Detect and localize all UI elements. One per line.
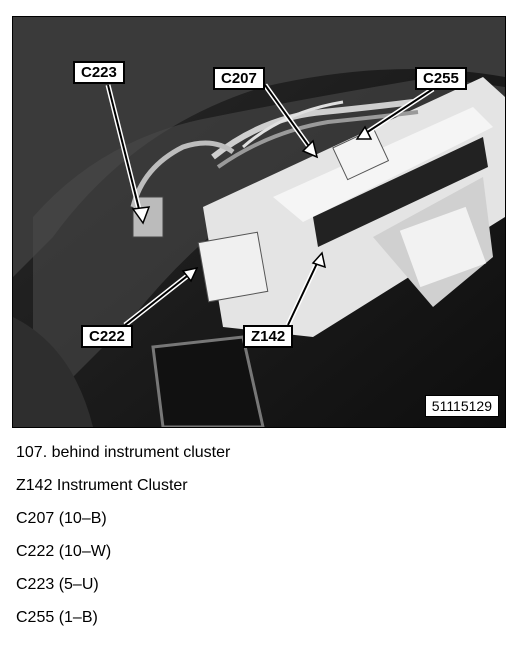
callout-c207: C207 — [213, 67, 265, 90]
figure-id-label: 51115129 — [424, 395, 499, 417]
instrument-cluster-photo: C223 C207 C255 C222 Z142 51115129 — [12, 16, 506, 428]
callout-c255: C255 — [415, 67, 467, 90]
caption-line-title: 107. behind instrument cluster — [16, 444, 231, 461]
callout-c223: C223 — [73, 61, 125, 84]
caption-line-z142: Z142 Instrument Cluster — [16, 477, 188, 494]
callout-c222: C222 — [81, 325, 133, 348]
caption-line-c207: C207 (10–B) — [16, 510, 107, 527]
caption-line-c223: C223 (5–U) — [16, 576, 99, 593]
callout-z142: Z142 — [243, 325, 294, 348]
caption-line-c222: C222 (10–W) — [16, 543, 112, 560]
caption-line-c255: C255 (1–B) — [16, 609, 98, 626]
